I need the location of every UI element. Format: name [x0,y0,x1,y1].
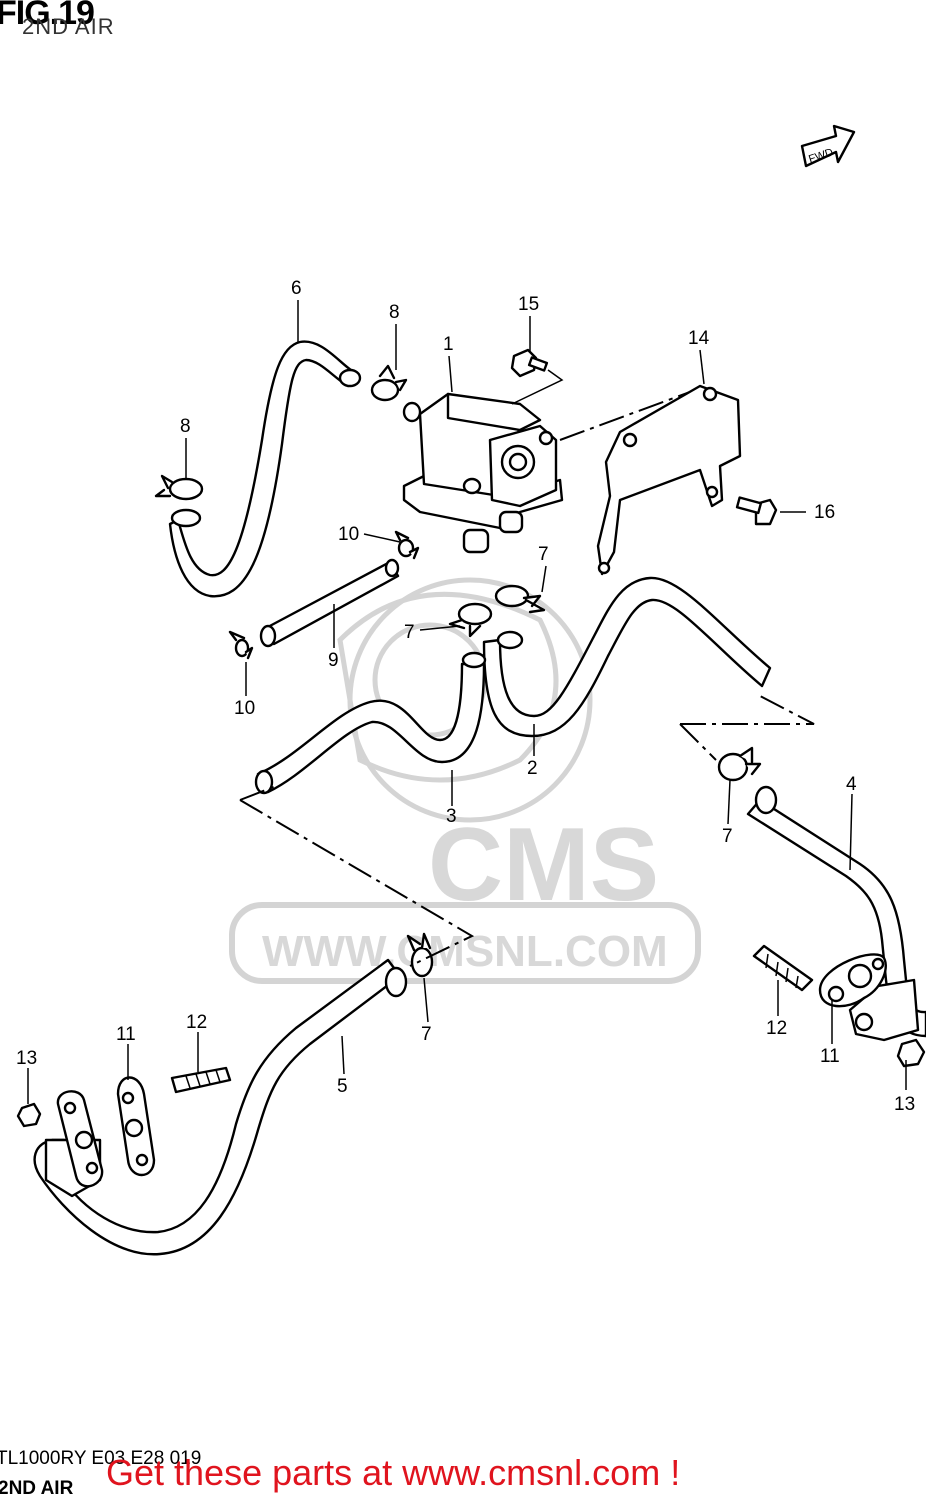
hose-6 [168,340,356,598]
callout-7-b: 7 [404,622,415,643]
clamp-7-b [494,584,546,614]
figure-title: FIG.19 [0,0,95,32]
callout-12-right: 12 [766,1018,787,1039]
air-valve-1 [402,392,564,554]
fwd-arrow-icon: FWD [800,124,856,168]
watermark-brand: CMS [428,807,659,923]
callout-15: 15 [518,294,539,315]
model-code: TL1000RY E03 E28 019 [0,1448,202,1469]
clamp-7-a [448,602,493,638]
callout-14: 14 [688,328,710,349]
watermark-url: WWW.CMSNL.COM [262,927,668,976]
callout-4: 4 [846,774,857,795]
callout-7-d: 7 [421,1024,432,1045]
hose-2 [482,576,772,738]
clamp-7-c [717,746,762,782]
callout-16: 16 [814,502,835,523]
callout-13-left: 13 [16,1048,37,1069]
callout-7-c: 7 [722,826,733,847]
callout-5: 5 [337,1076,348,1097]
bolt-15 [510,348,549,378]
callout-10-upper: 10 [338,524,359,545]
callout-11-left: 11 [116,1024,136,1045]
cmsnl-watermark: CMS WWW.CMSNL.COM [229,577,701,984]
leader-lines [27,300,907,1104]
callout-3: 3 [446,806,457,827]
callout-6: 6 [291,278,302,299]
clamp-10-upper [394,530,420,560]
bracket-14 [596,384,742,576]
clamp-7-d [406,932,434,978]
clamp-8-lower [154,474,204,501]
stud-12-left [170,1066,232,1094]
clamp-8-upper [370,364,408,402]
callout-13-right: 13 [894,1094,915,1115]
callout-8-upper: 8 [389,302,400,323]
pipe-9 [264,560,400,646]
nut-13-right [896,1038,926,1068]
callout-11-right: 11 [820,1046,840,1067]
callout-2: 2 [527,758,538,779]
gasket-11-right [818,953,887,1008]
stud-12-right [752,944,814,992]
hose-3 [256,662,486,794]
callout-8-lower: 8 [180,416,191,437]
promo-link[interactable]: Get these parts at www.cmsnl.com ! [106,1452,681,1493]
callout-10-lower: 10 [234,698,255,719]
section-name: 2ND AIR [0,1478,74,1499]
callout-7-a: 7 [538,544,549,565]
flange-11-left [56,1090,104,1188]
clamp-10-lower [228,630,254,660]
gasket-11-left [116,1076,156,1177]
callout-12-left: 12 [186,1012,207,1033]
pipe-5 [33,958,402,1256]
bolt-16 [735,496,778,526]
nut-13-left [16,1102,42,1128]
callout-9: 9 [328,650,339,671]
figure-subtitle: 2ND AIR [22,14,115,39]
callout-1: 1 [443,334,454,355]
